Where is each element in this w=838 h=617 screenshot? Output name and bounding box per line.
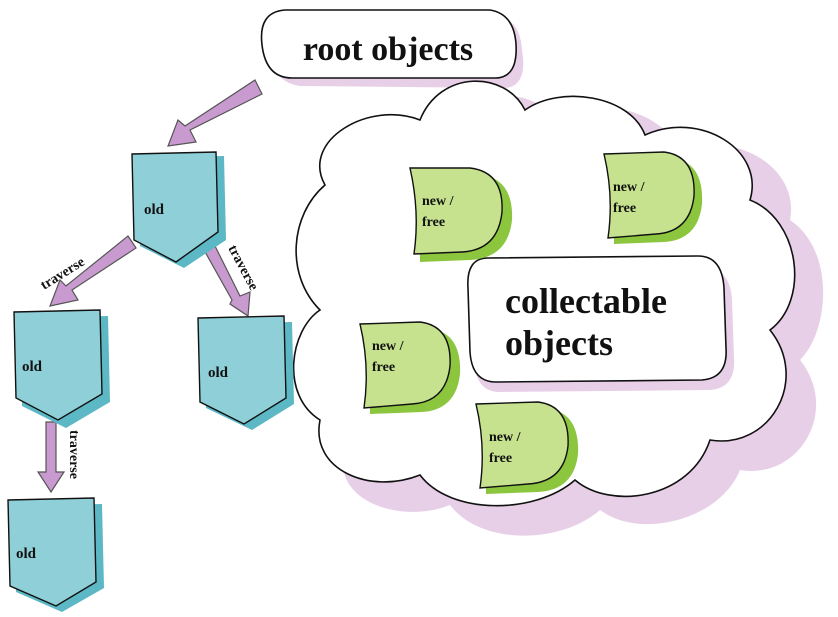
traverse-arrow-left: traverse — [38, 235, 137, 307]
old-node-4: old — [7, 497, 104, 612]
collectable-label-line1: collectable — [505, 281, 667, 321]
new-node-3-line1: new / — [372, 339, 405, 354]
root-objects-label: root objects — [303, 31, 473, 68]
new-node-4-line2: free — [489, 451, 512, 466]
root-objects-box: root objects — [260, 9, 524, 88]
new-node-3-line2: free — [372, 360, 395, 375]
new-node-3: new / free — [359, 321, 461, 414]
old-node-2-label: old — [22, 359, 43, 375]
new-node-4: new / free — [475, 401, 579, 494]
traverse-label-down: traverse — [66, 430, 81, 479]
new-node-1: new / free — [409, 167, 513, 262]
old-node-1-label: old — [144, 202, 165, 218]
new-node-1-line2: free — [422, 215, 445, 230]
new-node-4-line1: new / — [489, 430, 522, 445]
old-node-4-label: old — [16, 546, 37, 562]
old-node-3: old — [197, 315, 294, 430]
old-node-2: old — [13, 309, 110, 428]
traverse-arrow-right: traverse — [203, 243, 261, 318]
collectable-objects-box: collectable objects — [467, 255, 735, 392]
new-node-1-line1: new / — [422, 194, 455, 209]
old-node-3-label: old — [208, 365, 229, 381]
collectable-label-line2: objects — [505, 323, 613, 363]
traverse-arrow-down: traverse — [36, 421, 81, 494]
new-node-2: new / free — [603, 151, 703, 244]
new-node-2-line1: new / — [613, 180, 646, 195]
new-node-2-line2: free — [613, 201, 636, 216]
root-to-old-arrow — [167, 79, 263, 147]
old-node-1: old — [131, 151, 226, 268]
